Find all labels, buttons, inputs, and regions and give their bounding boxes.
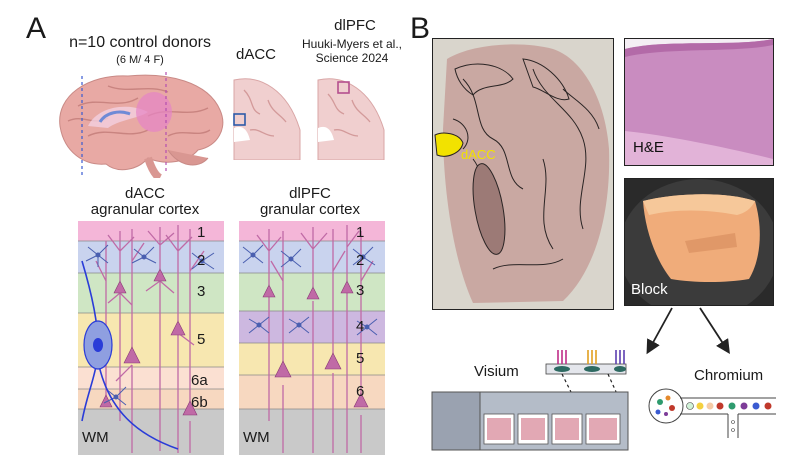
- panel-a-letter: A: [26, 12, 47, 45]
- visium-label: Visium: [474, 363, 519, 380]
- dlpfc-layer-3-label: 3: [356, 282, 365, 299]
- dlpfc-layer-2-label: 2: [356, 252, 365, 269]
- dlpfc-column-subtitle: granular cortex: [259, 201, 361, 218]
- section-dacc-label: dACC: [461, 147, 496, 162]
- block-label: Block: [631, 281, 668, 298]
- dlpfc-layer-6-label: 6: [356, 383, 365, 400]
- dacc-layer-1: [78, 221, 224, 241]
- dlpfc-citation-2: Science 2024: [315, 51, 389, 65]
- dlpfc-layer-5-label: 5: [356, 350, 365, 367]
- dlpfc-layer-wm-label: WM: [243, 429, 270, 446]
- dlpfc-cortex-diagram: [239, 221, 385, 455]
- dacc-layer-1-label: 1: [197, 224, 206, 241]
- workflow-arrows: [646, 307, 730, 355]
- chromium-droplet-illustration: [648, 388, 776, 438]
- dacc-layer-3-label: 3: [197, 283, 206, 300]
- dlpfc-citation-1: Huuki-Myers et al.,: [301, 37, 403, 51]
- visium-slide-illustration: [431, 350, 629, 451]
- dacc-layer-wm-label: WM: [82, 429, 109, 446]
- dlpfc-slice-illustration: [317, 78, 385, 160]
- tissue-block-photo: Block: [624, 178, 774, 306]
- dlpfc-layer-4-label: 4: [356, 318, 365, 335]
- donors-subtitle: (6 M/ 4 F): [116, 54, 164, 66]
- dacc-layer-6a-label: 6a: [191, 372, 208, 389]
- dacc-cortex-diagram: [78, 221, 224, 455]
- dlpfc-layer-1-label: 1: [356, 224, 365, 241]
- dacc-layer-5-label: 5: [197, 331, 206, 348]
- donors-title: n=10 control donors: [69, 34, 211, 51]
- tissue-section-photo: dACC: [432, 38, 614, 310]
- dacc-layer-6a: [78, 367, 224, 389]
- dacc-slice-label: dACC: [236, 46, 277, 63]
- dacc-column-subtitle: agranular cortex: [90, 201, 200, 218]
- dacc-layer-2-label: 2: [197, 252, 206, 269]
- chromium-label: Chromium: [694, 367, 764, 384]
- he-label: H&E: [633, 139, 664, 156]
- dlpfc-slice-label: dlPFC: [334, 17, 376, 34]
- dacc-column-title: dACC: [124, 185, 165, 202]
- panel-b-letter: B: [410, 12, 431, 45]
- dacc-layer-3: [78, 273, 224, 313]
- dacc-layer-wm: [78, 409, 224, 455]
- dacc-layer-6b-label: 6b: [191, 394, 208, 411]
- dacc-slice-illustration: [233, 78, 301, 160]
- he-stain-photo: H&E: [624, 38, 774, 166]
- dlpfc-layer-1: [239, 221, 385, 241]
- dlpfc-column-title: dlPFC: [289, 185, 331, 202]
- brain-illustration: [59, 72, 224, 178]
